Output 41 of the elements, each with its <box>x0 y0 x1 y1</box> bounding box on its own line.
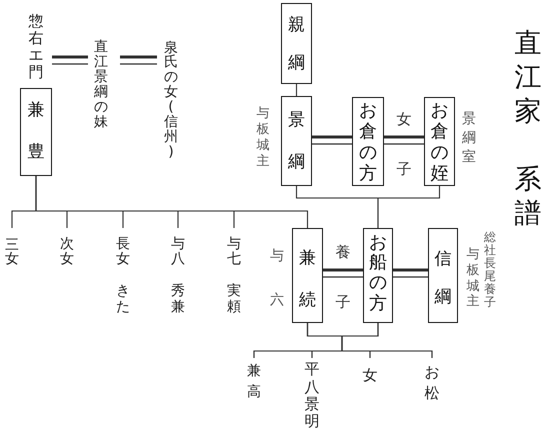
note-text: 与六 <box>269 247 285 310</box>
edge-label: 女子 <box>396 109 412 180</box>
person-name: 与七 <box>226 236 242 266</box>
name-box: 信綱 <box>428 228 458 323</box>
person-name: 三女 <box>4 238 20 266</box>
descent-line <box>35 176 308 228</box>
person-name: 次女 <box>59 236 75 266</box>
person-name: 平八景明 <box>304 361 320 431</box>
name-box: お倉の方 <box>352 97 384 186</box>
name-box: 兼豊 <box>20 88 52 176</box>
descent-line <box>377 186 440 228</box>
name-box: 親綱 <box>281 3 312 84</box>
note-text: 与板城主 <box>466 247 480 310</box>
person-name: 女 <box>362 367 378 385</box>
edge-label: 養子 <box>334 242 352 313</box>
marriage-line <box>384 136 424 145</box>
note-text: 景綱室 <box>461 110 477 166</box>
person-name: 惣右エ門 <box>28 12 44 80</box>
person-name: 与八 <box>170 236 186 266</box>
marriage-line <box>312 136 352 145</box>
person-name: 秀兼 <box>170 283 186 315</box>
marriage-line <box>120 56 157 65</box>
person-name: 泉氏の女(信州) <box>163 40 179 160</box>
name-box: お船の方 <box>363 228 393 323</box>
marriage-line <box>393 268 428 278</box>
marriage-line <box>52 56 88 65</box>
person-name: お松 <box>424 362 440 404</box>
note-text: 総社長尾養子 <box>483 230 497 308</box>
person-name: 兼高 <box>246 362 262 402</box>
name-box: お倉の姪 <box>424 97 455 186</box>
note-text: 与板城主 <box>256 106 270 170</box>
person-name: 長女 <box>115 236 131 266</box>
marriage-line <box>323 268 363 278</box>
title: 直江家系譜 <box>514 27 542 231</box>
person-name: 実頼 <box>226 283 242 315</box>
person-name: 直江景綱の妹 <box>93 40 109 130</box>
name-box: 兼続 <box>292 228 323 323</box>
name-box: 景綱 <box>281 96 312 186</box>
descent-line <box>341 323 433 358</box>
person-name: きた <box>115 283 131 315</box>
descent-line <box>296 84 298 96</box>
